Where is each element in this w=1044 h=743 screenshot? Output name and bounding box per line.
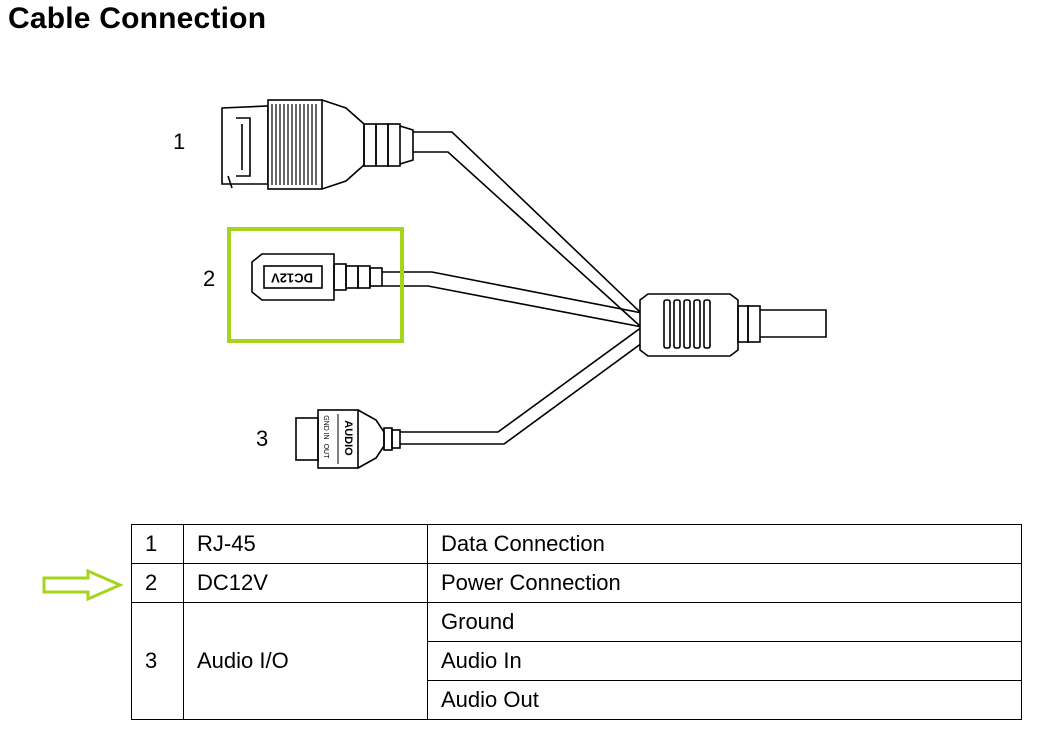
page-title: Cable Connection [8,2,267,35]
connector-function: Power Connection [427,563,1022,603]
row-number: 1 [131,524,184,564]
connector-function: Audio In [427,641,1022,681]
table-row: 2 DC12V Power Connection [131,563,1022,603]
junction-connector [639,293,761,357]
audio-connector-text: AUDIO [342,420,354,456]
connector-name: RJ-45 [183,524,428,564]
audio-pin-in: IN [322,433,329,440]
audio-connector [295,409,401,469]
connector-function: Data Connection [427,524,1022,564]
connector-name: Audio I/O [183,602,428,720]
label-1: 1 [173,129,185,154]
rj45-connector [221,99,414,190]
table-row: 1 RJ-45 Data Connection [131,524,1022,564]
audio-pin-gnd: GND [322,415,329,431]
dc-highlight-box [227,227,404,343]
table-row: 3 Audio I/O Ground [131,602,1022,720]
cable-diagram: 1 2 3 [173,99,827,469]
connector-name: DC12V [183,563,428,603]
highlight-arrow-icon [42,568,124,602]
row-number: 2 [131,563,184,603]
connector-function: Ground [427,602,1022,642]
connector-function: Audio Out [427,680,1022,720]
cables [382,131,827,445]
row-number: 3 [131,602,184,720]
dc12v-connector [251,253,383,301]
label-3: 3 [256,426,268,451]
cable-connection-table: 1 RJ-45 Data Connection 2 DC12V Power Co… [131,524,1022,720]
label-2: 2 [203,266,215,291]
table-row: Audio In [132,641,1022,681]
dc12v-jack-text: DC12V [271,271,313,286]
table-row: Audio Out [132,680,1022,720]
audio-pin-out: OUT [322,444,329,460]
